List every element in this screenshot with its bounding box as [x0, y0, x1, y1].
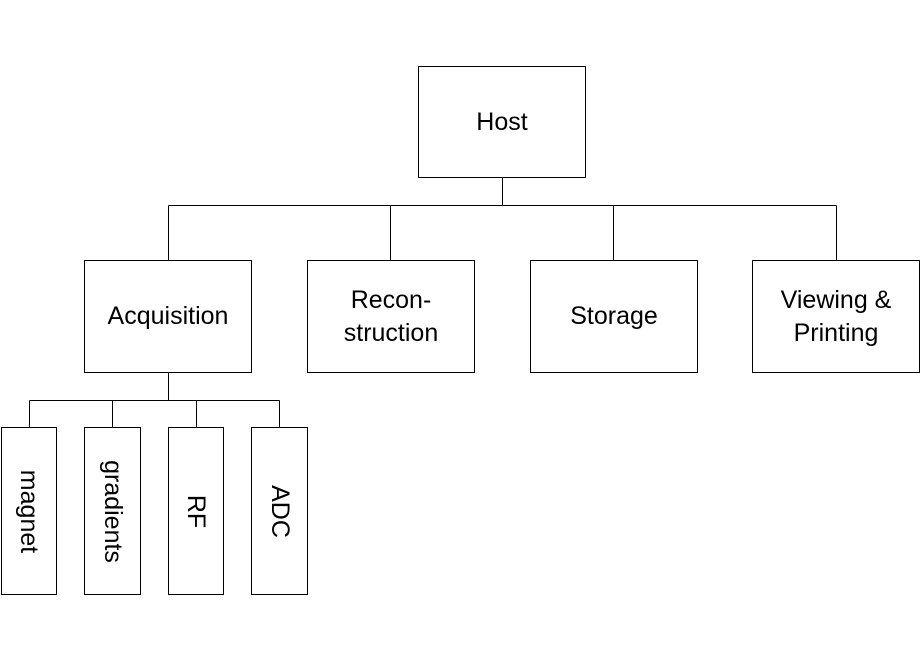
- node-acquisition: Acquisition: [84, 260, 252, 373]
- node-adc-label: ADC: [265, 484, 294, 538]
- node-magnet-label: magnet: [15, 469, 44, 553]
- node-viewing-printing-label: Viewing & Printing: [780, 286, 892, 347]
- node-host: Host: [418, 66, 586, 178]
- node-storage-label: Storage: [570, 302, 658, 331]
- node-rf: RF: [168, 427, 224, 595]
- node-reconstruction: Recon- struction: [307, 260, 475, 373]
- node-gradients: gradients: [84, 427, 141, 595]
- node-magnet: magnet: [1, 427, 57, 595]
- node-gradients-label: gradients: [99, 459, 128, 563]
- node-rf-label: RF: [182, 494, 211, 528]
- node-acquisition-label: Acquisition: [107, 302, 229, 331]
- node-adc: ADC: [251, 427, 308, 595]
- node-storage: Storage: [530, 260, 698, 373]
- node-reconstruction-label: Recon- struction: [343, 286, 439, 347]
- node-viewing-printing: Viewing & Printing: [752, 260, 920, 373]
- node-host-label: Host: [476, 107, 528, 136]
